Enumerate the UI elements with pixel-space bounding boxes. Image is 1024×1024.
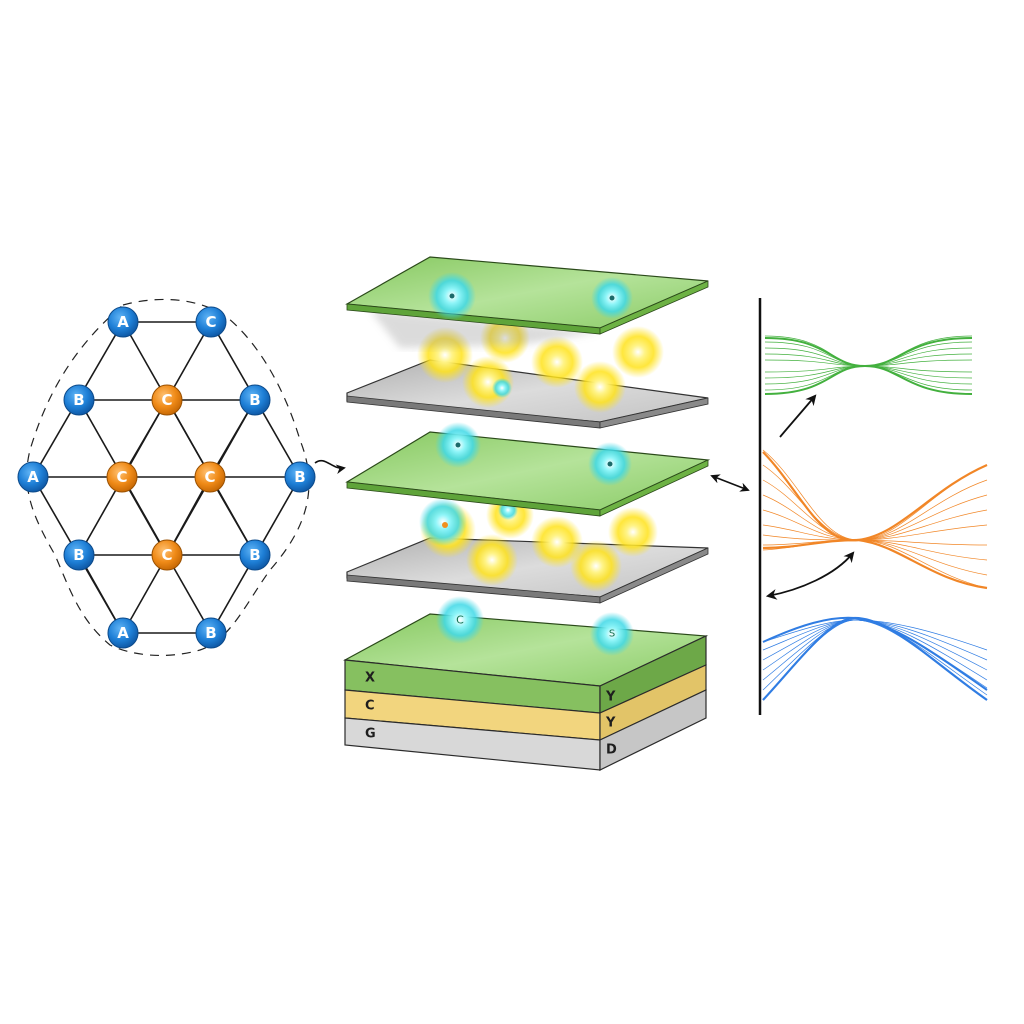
middle-grey-sheet [346,537,709,598]
svg-text:A: A [117,624,129,642]
node-C: C [195,306,227,338]
middle-bilayer [345,422,711,604]
svg-text:C: C [456,614,464,627]
node-C-center: C [151,539,183,571]
lattice-nodes: A C B C B A C C B B C B A B [17,306,316,649]
stack-to-bands-arrow-icon [710,474,750,492]
node-C-center: C [194,461,226,493]
layer-label-front: C [365,699,375,714]
svg-text:A: A [27,468,39,486]
svg-text:C: C [161,546,172,564]
cyan-particles [435,422,632,486]
cyan-particles [428,272,633,320]
node-B: B [284,461,316,493]
arrow-to-green-band-icon [779,394,817,438]
layer-stack: X C G Y Y D C S [343,256,750,771]
orange-band [762,449,988,590]
node-C-center: C [151,384,183,416]
base-block: X C G Y Y D C S [343,596,709,771]
blue-band [762,616,988,701]
svg-text:B: B [73,391,84,409]
layer-label-front: G [365,727,376,742]
green-band [764,335,973,395]
svg-text:A: A [117,313,129,331]
svg-text:B: B [249,391,260,409]
dashed-boundary [26,298,310,657]
hexagonal-lattice: A C B C B A C C B B C B A B [17,298,346,657]
node-A: A [107,617,139,649]
upper-bilayer [345,256,709,429]
lattice-to-stack-arrow-icon [314,459,346,474]
node-B: B [63,539,95,571]
band-structure-panel [758,298,988,715]
middle-green-sheet [345,431,711,511]
svg-text:B: B [73,546,84,564]
node-B: B [239,384,271,416]
layer-label-side: D [606,743,617,758]
layer-label-side: Y [605,716,616,731]
cyan-particles: C S [436,596,634,656]
node-B: B [195,617,227,649]
layer-label-side: Y [605,690,616,705]
layer-label-front: X [365,671,375,686]
node-B: B [63,384,95,416]
svg-text:C: C [205,313,216,331]
node-A: A [17,461,49,493]
node-B: B [239,539,271,571]
double-arrow-orange-icon [765,551,855,600]
node-A: A [107,306,139,338]
svg-text:S: S [609,629,615,640]
svg-text:C: C [204,468,215,486]
lattice-edges [32,321,301,634]
svg-text:B: B [249,546,260,564]
svg-text:B: B [294,468,305,486]
node-C-center: C [106,461,138,493]
svg-text:C: C [161,391,172,409]
svg-text:C: C [116,468,127,486]
svg-text:B: B [205,624,216,642]
